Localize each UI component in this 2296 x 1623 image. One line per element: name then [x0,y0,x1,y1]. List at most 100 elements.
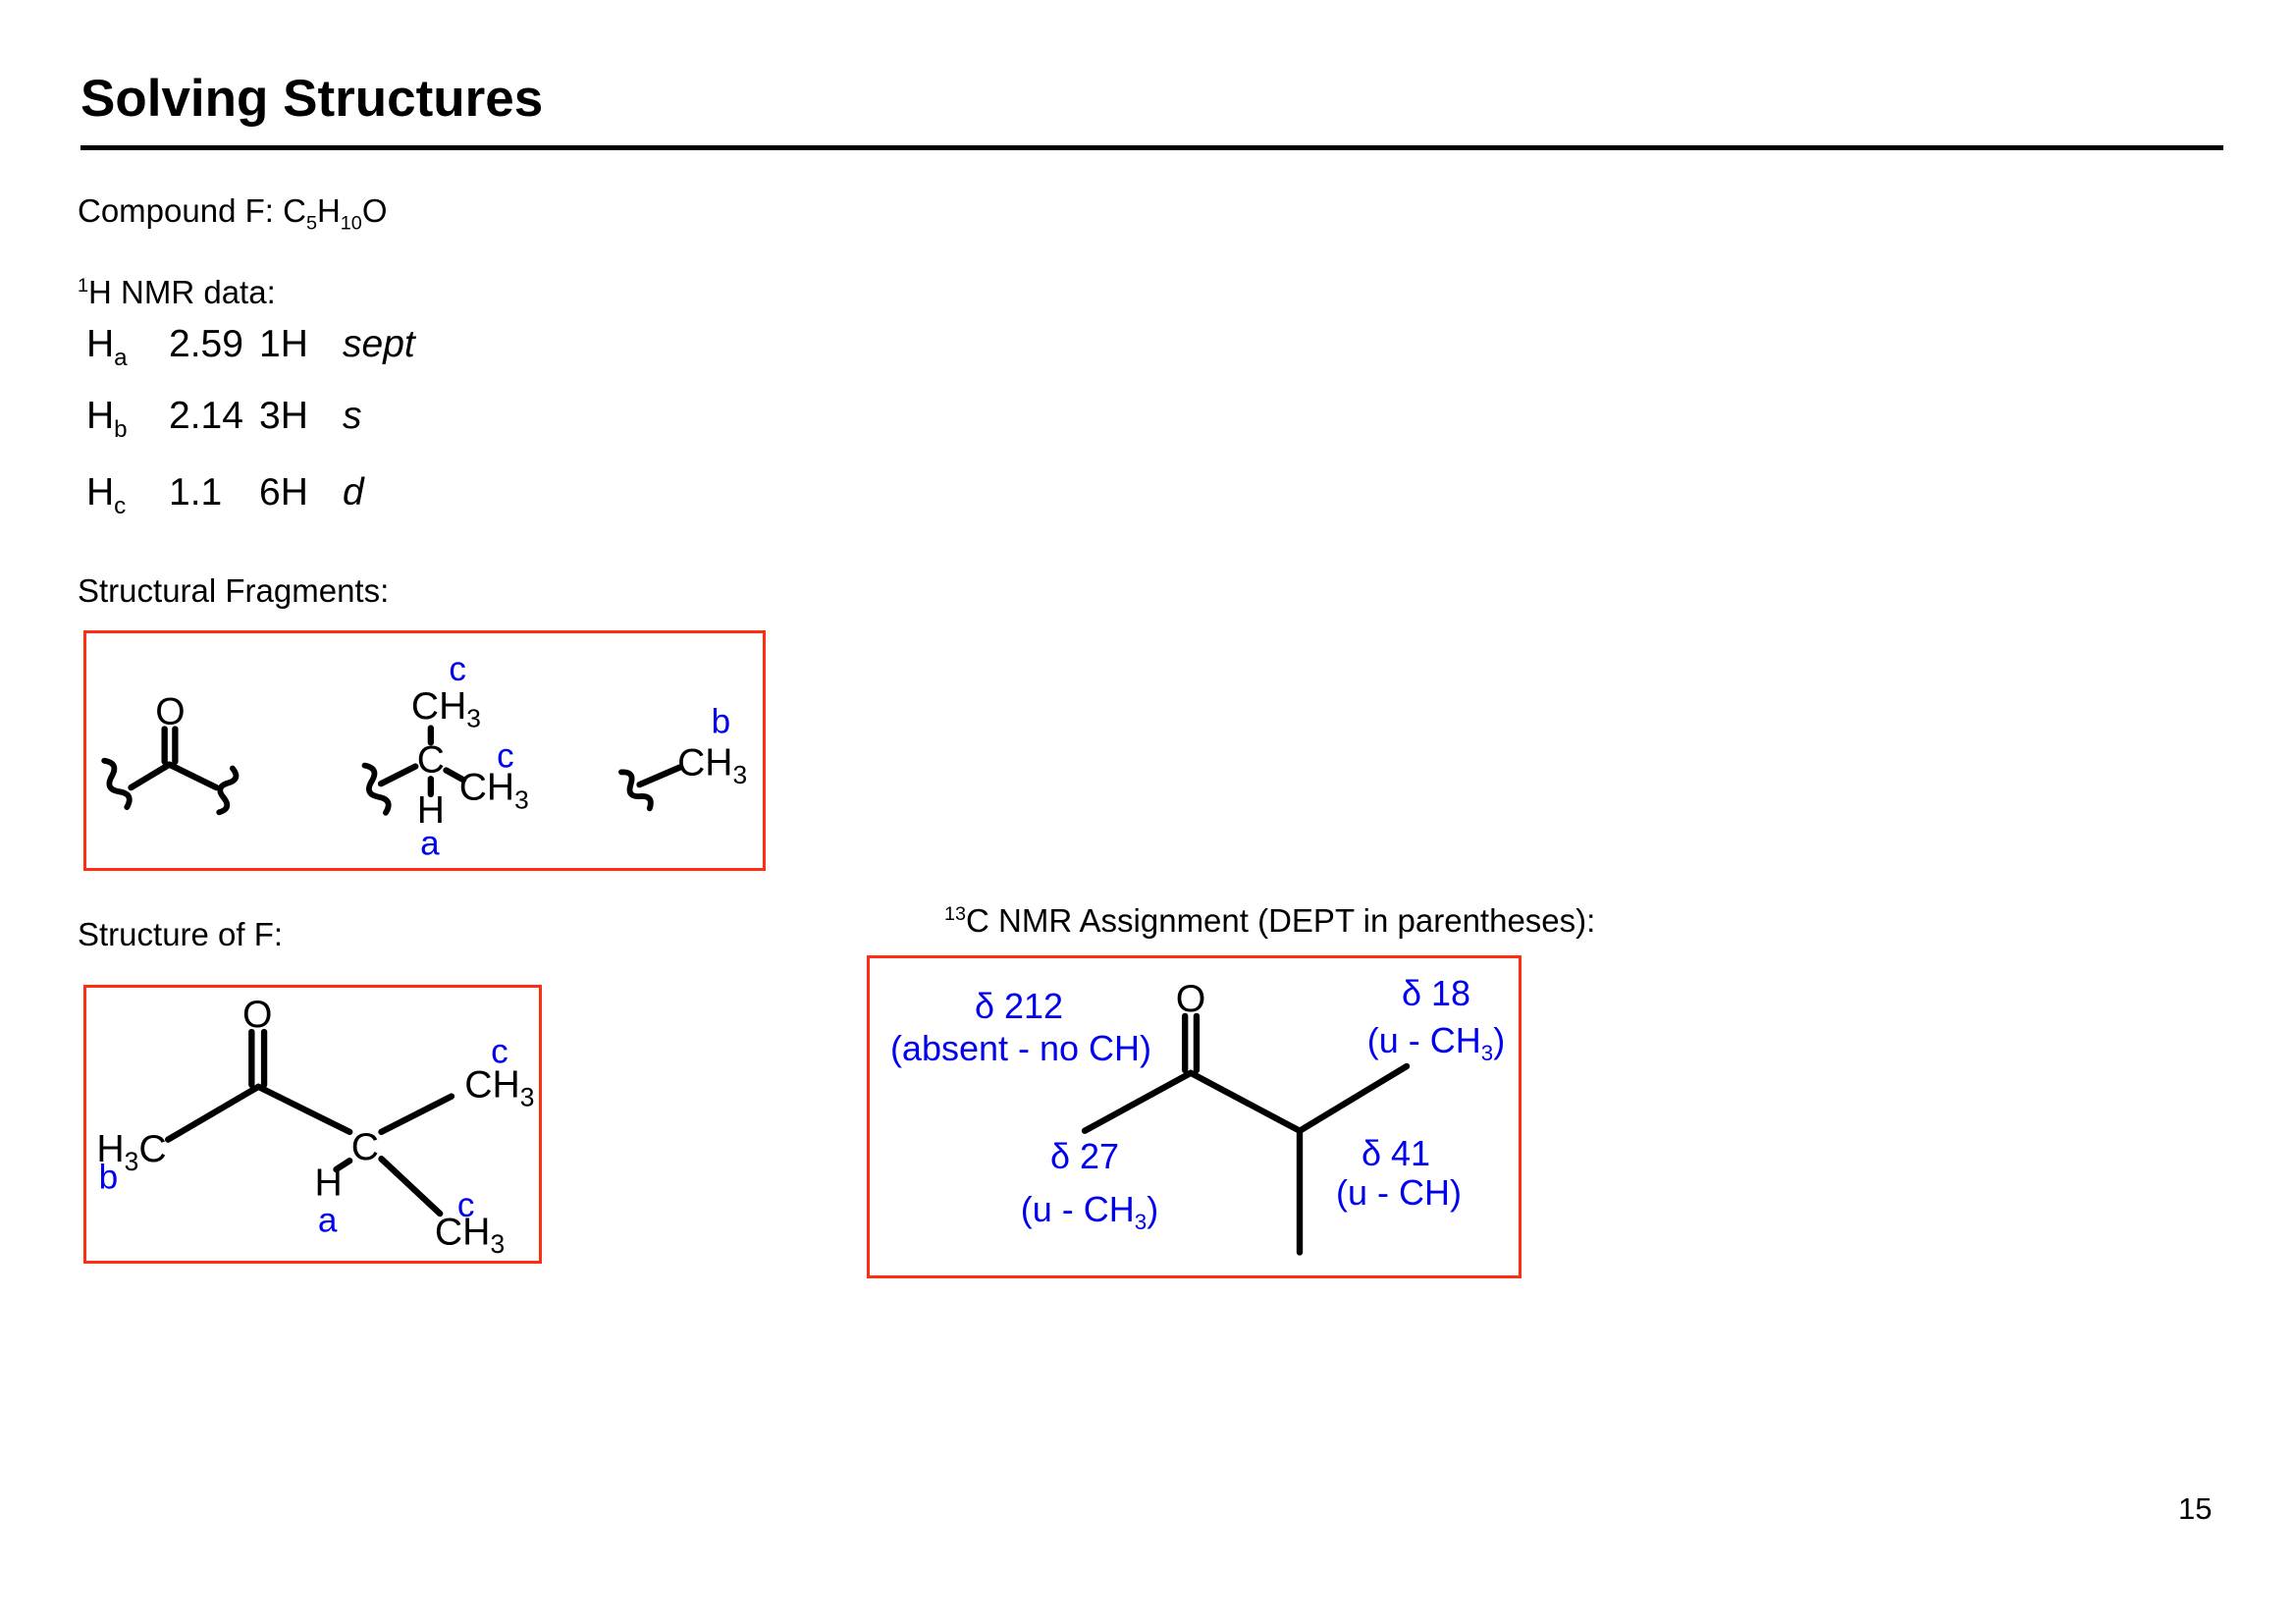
nmr-row: Ha 2.59 1H sept [86,323,415,372]
assignment-b-label: b [99,1159,119,1197]
bond-line [1296,1062,1411,1134]
dept-subscript: 3 [1134,1210,1148,1235]
methyl-label: CH3 [677,741,747,789]
oxygen-label: O [242,994,272,1036]
bond-line [378,1093,455,1136]
bond-line [166,761,220,791]
methine-fragment: c CH3 C c CH3 H a [361,650,529,862]
methyl-text: CH [411,685,466,728]
carbon-label: C [351,1126,379,1168]
c13-shift-methyl-27: δ 27 [1049,1136,1120,1176]
methyl-subscript: 3 [732,760,747,789]
bond-line [636,764,683,788]
methyl-text: CH [464,1064,520,1107]
assignment-a-label: a [318,1202,338,1240]
h1-nmr-heading: 1H NMR data: [78,274,276,311]
oxygen-label: O [155,691,185,733]
nucleus-symbol: H [86,395,115,437]
c13-heading-sup: 13 [944,903,967,925]
shift-cell: 2.14 [169,395,243,437]
compound-formula: Compound F: C5H10O [78,192,387,236]
compound-sub-10: 10 [340,212,362,235]
methyl-subscript: 3 [520,1082,535,1111]
wavy-bond [101,757,133,811]
dept-text: (u - CH [1366,1020,1481,1060]
methyl-fragment: b CH3 [618,702,747,812]
methyl-left-label: H3C [96,1128,166,1176]
methyl-subscript: 3 [514,785,529,815]
assignment-b-label: b [712,702,731,740]
shift-cell: 1.1 [169,471,223,514]
methyl-bottom-label: CH3 [435,1211,505,1259]
c13-heading-text: C NMR Assignment (DEPT in parentheses): [966,902,1596,939]
compound-prefix: Compound F: C [78,192,306,229]
methyl-text: CH [435,1211,491,1253]
fragments-label: Structural Fragments: [78,572,390,609]
nucleus-subscript: c [114,492,127,519]
c13-heading: 13C NMR Assignment (DEPT in parentheses)… [944,902,1595,940]
structure-label: Structure of F: [78,916,284,952]
methyl-subscript: 3 [490,1229,505,1259]
page-title: Solving Structures [80,70,544,128]
wavy-bond [618,769,654,812]
bond-line [255,1083,353,1136]
bond-line [378,1156,444,1217]
oxygen-label: O [1176,977,1206,1020]
title-underline [80,145,2223,150]
assignment-c-label: c [491,1032,508,1070]
methyl-text: CH [459,767,514,809]
nmr-row: Hc 1.1 6H d [86,471,364,520]
h1-nmr-table: Ha 2.59 1H sept Hb 2.14 3H s Hc 1.1 6H d [86,323,577,519]
dept-text: (u - CH) [1336,1172,1462,1213]
nucleus-cell: Hb [86,395,169,444]
c13-dept-methine-41: (u - CH) [1336,1173,1462,1218]
bond-line [128,761,173,791]
compound-h: H [316,192,341,229]
c13-shift-carbonyl: δ 212 [974,986,1064,1026]
methyl-subscript: 3 [466,704,481,733]
integration-cell: 6H [259,471,308,514]
c13-structure-diagram: O [867,955,1522,1278]
methyl-text: H [96,1128,124,1170]
h1-nmr-heading-sup: 1 [78,275,89,297]
assignment-c-label: c [457,1186,475,1224]
methyl-top-label: CH3 [411,685,481,733]
nucleus-subscript: b [114,415,128,443]
nucleus-subscript: a [114,344,128,371]
carbon-label: C [417,738,445,781]
bond-line [1187,1069,1304,1134]
c13-dept-carbonyl: (absent - no CH) [890,1029,1151,1074]
compound-sub-5: 5 [305,212,317,235]
integration-cell: 1H [259,323,308,365]
methyl-text: CH [677,741,732,784]
assignment-c-label: c [449,650,466,688]
dept-text: ) [1493,1020,1506,1060]
methyl-right-label: CH3 [459,767,529,815]
page-number: 15 [2178,1491,2213,1526]
nucleus-cell: Ha [86,323,169,372]
assignment-a-label: a [420,824,440,862]
integration-cell: 3H [259,395,308,437]
c13-dept-methyl-18: (u - CH3) [1367,1021,1505,1066]
methyl-text: C [138,1128,166,1170]
c13-shift-methine-41: δ 41 [1361,1133,1431,1173]
dept-text: ) [1147,1189,1159,1229]
multiplicity-cell: sept [343,323,415,365]
h1-nmr-heading-text: H NMR data: [88,274,276,310]
dept-text: (u - CH [1020,1189,1135,1229]
wavy-bond [216,765,240,816]
multiplicity-cell: s [343,395,362,437]
multiplicity-cell: d [343,471,364,514]
hydrogen-label: H [315,1162,343,1204]
c13-shift-methyl-18: δ 18 [1401,973,1471,1013]
bond-line [443,767,467,784]
wavy-bond [361,762,392,816]
dept-subscript: 3 [1480,1041,1494,1066]
assignment-c-label: c [497,737,514,776]
nucleus-symbol: H [86,471,115,514]
shift-cell: 2.59 [169,323,243,365]
bond-line [164,1083,262,1143]
dept-text: (absent - no CH) [889,1028,1152,1068]
c13-dept-methyl-27: (u - CH3) [1021,1190,1158,1235]
